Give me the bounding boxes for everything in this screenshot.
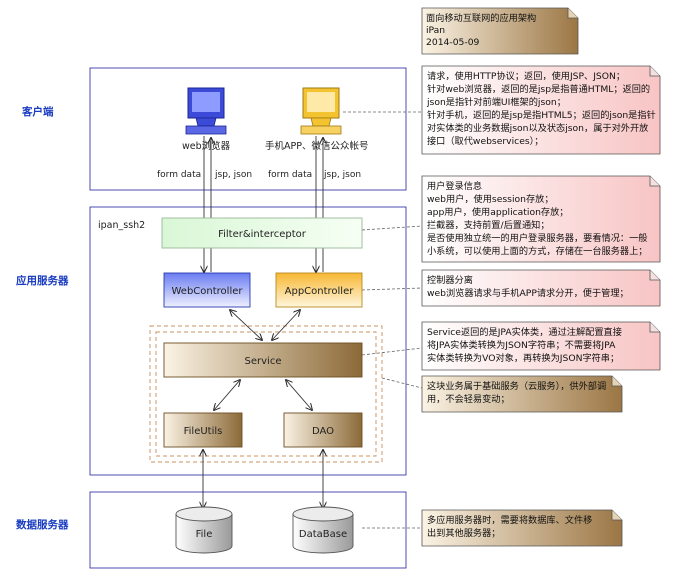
browser-computer-icon bbox=[185, 87, 227, 135]
file-storage-label: File bbox=[196, 529, 213, 540]
browser-label: web浏览器 bbox=[182, 140, 231, 152]
connector-controller-note bbox=[361, 287, 423, 291]
dao-label: DAO bbox=[312, 426, 334, 437]
note-client-line-2: 针对web浏览器，返回的是jsp是指普通HTML；返回的 bbox=[427, 83, 650, 95]
note-login: 用户登录信息 web用户，使用session存放； app用户，使用applic… bbox=[421, 175, 661, 263]
service-group-inner bbox=[155, 331, 377, 457]
appcontroller-box bbox=[275, 272, 363, 308]
arrow-label-form-data-left: form data bbox=[157, 170, 201, 180]
service-label: Service bbox=[245, 356, 282, 367]
app-server-zone-frame bbox=[89, 206, 407, 476]
service-box bbox=[163, 342, 363, 378]
webcontroller-box bbox=[163, 272, 251, 308]
title-note: 面向移动互联网的应用架构 iPan 2014-05-09 bbox=[421, 7, 579, 55]
arrow-appcontroller-service bbox=[272, 310, 300, 340]
note-service-line-3: 实体类转换为VO对象，再转换为JSON字符串； bbox=[427, 352, 619, 364]
arrow-label-jsp-json-left: jsp, json bbox=[214, 170, 252, 180]
note-basic-line-1: 这块业务属于基础服务（云服务），供外部调 bbox=[427, 380, 606, 392]
arrow-label-form-data-right: form data bbox=[268, 170, 312, 180]
fileutils-box bbox=[163, 412, 243, 448]
note-login-line-1: 用户登录信息 bbox=[427, 180, 482, 192]
database-label: DataBase bbox=[299, 529, 347, 540]
note-login-line-2: web用户，使用session存放； bbox=[427, 193, 554, 205]
note-login-line-5: 是否使用独立统一的用户登录服务器，要看情况：一般 bbox=[427, 232, 648, 244]
title-note-line-3: 2014-05-09 bbox=[426, 37, 480, 48]
file-storage-cylinder bbox=[175, 506, 233, 554]
note-basic-line-2: 用，不会轻易变动； bbox=[427, 393, 510, 405]
dao-box bbox=[283, 412, 363, 448]
client-zone-frame bbox=[89, 67, 407, 191]
title-note-line-1: 面向移动互联网的应用架构 bbox=[426, 12, 536, 24]
note-service: Service返回的是JPA实体类，通过注解配置直接 将JPA实体类转换为JSO… bbox=[421, 321, 661, 371]
note-service-line-2: 将JPA实体类转换为JSON字符串；不需要将JPA bbox=[427, 339, 616, 351]
note-client-line-1: 请求，使用HTTP协议；返回，使用JSP、JSON； bbox=[427, 70, 625, 82]
note-login-line-6: 小系统，可以使用上面的方式，存储在一台服务器上； bbox=[427, 245, 648, 257]
connector-service-note bbox=[361, 347, 423, 356]
note-controller-line-1: 控制器分离 bbox=[427, 274, 473, 286]
note-controller-line-2: web浏览器请求与手机APP请求分开，便于管理； bbox=[427, 287, 629, 299]
title-note-line-2: iPan bbox=[426, 25, 445, 36]
note-data-line-2: 出到其他服务器； bbox=[427, 527, 501, 539]
appcontroller-label: AppController bbox=[285, 286, 355, 297]
filter-interceptor-box bbox=[161, 217, 363, 249]
note-login-line-4: 拦截器，支持前置/后置通知； bbox=[427, 219, 550, 231]
note-client-line-3: json是指针对前端UI框架的json； bbox=[426, 96, 566, 108]
note-login-line-3: app用户，使用application存放； bbox=[427, 206, 568, 218]
webcontroller-label: WebController bbox=[172, 286, 244, 297]
note-client-line-5: 对实体类的业务数据json以及状态json，属于对外开放 bbox=[427, 122, 648, 134]
note-data-line-1: 多应用服务器时，需要将数据库、文件移 bbox=[427, 514, 592, 526]
note-controller: 控制器分离 web浏览器请求与手机APP请求分开，便于管理； bbox=[421, 269, 661, 307]
connector-basic-note bbox=[381, 377, 423, 389]
arrow-service-fileutils bbox=[214, 380, 240, 410]
note-client: 请求，使用HTTP协议；返回，使用JSP、JSON； 针对web浏览器，返回的是… bbox=[421, 65, 661, 155]
zone-label-data-server: 数据服务器 bbox=[15, 518, 69, 531]
note-client-line-6: 接口（取代webservices）； bbox=[427, 135, 543, 147]
data-server-zone-frame bbox=[89, 491, 407, 569]
arrow-service-dao bbox=[286, 380, 312, 410]
connector-login-note bbox=[361, 225, 423, 231]
note-data-server: 多应用服务器时，需要将数据库、文件移 出到其他服务器； bbox=[421, 509, 623, 547]
mobile-computer-icon bbox=[300, 87, 342, 135]
database-cylinder bbox=[292, 506, 354, 554]
service-group-outer bbox=[149, 325, 383, 463]
fileutils-label: FileUtils bbox=[184, 426, 223, 437]
zone-label-app-server: 应用服务器 bbox=[16, 274, 69, 287]
arrow-webcontroller-service bbox=[230, 310, 262, 340]
filter-interceptor-label: Filter&interceptor bbox=[218, 229, 307, 240]
arrow-label-jsp-json-right: jsp, json bbox=[323, 170, 361, 180]
mobile-label: 手机APP、微信公众帐号 bbox=[265, 140, 368, 152]
package-name: ipan_ssh2 bbox=[98, 220, 145, 231]
note-basic-service: 这块业务属于基础服务（云服务），供外部调 用，不会轻易变动； bbox=[421, 375, 623, 413]
zone-label-client: 客户端 bbox=[21, 105, 54, 118]
note-client-line-4: 针对手机，返回的是jsp是指HTML5；返回的json是指针 bbox=[427, 109, 656, 121]
note-service-line-1: Service返回的是JPA实体类，通过注解配置直接 bbox=[427, 326, 622, 338]
